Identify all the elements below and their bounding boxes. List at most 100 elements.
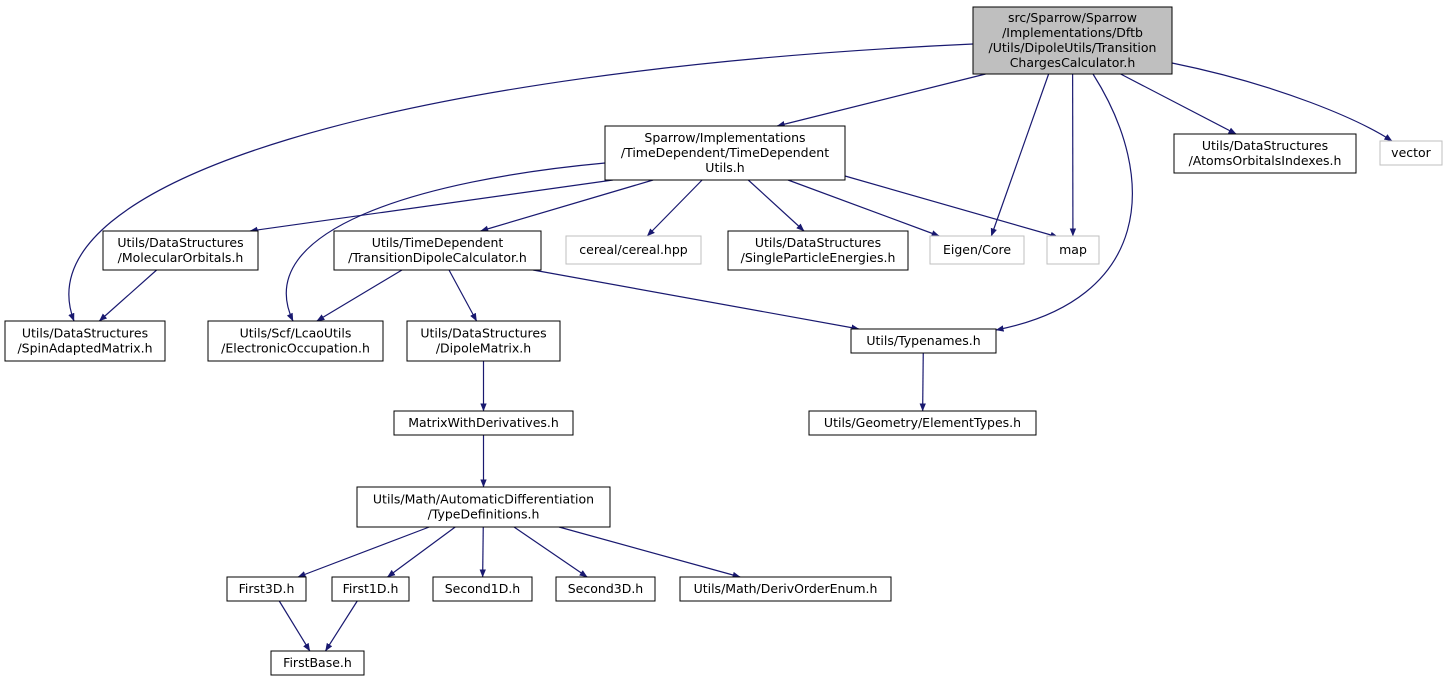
node-matrixwithderivatives-h[interactable]: MatrixWithDerivatives.h: [393, 410, 574, 436]
node-utils-datastructures-molecularorbitals-h[interactable]: Utils/DataStructures/MolecularOrbitals.h: [102, 230, 259, 271]
node-box: [808, 410, 1037, 436]
node-label-line: Utils/Typenames.h: [866, 333, 980, 348]
node-utils-datastructures-spinadaptedmatrix-h[interactable]: Utils/DataStructures/SpinAdaptedMatrix.h: [4, 320, 166, 362]
node-src-sparrow-sparrow-implementations-dftb-utils-dipoleutils-transitionchargescalculator-h[interactable]: src/Sparrow/Sparrow/Implementations/Dftb…: [972, 6, 1173, 75]
node-utils-math-automaticdifferentiation-typedefinitions-h[interactable]: Utils/Math/AutomaticDifferentiation/Type…: [356, 486, 611, 528]
node-utils-scf-lcaoutils-electronicoccupation-h[interactable]: Utils/Scf/LcaoUtils/ElectronicOccupation…: [207, 320, 384, 362]
node-vector: vector: [1379, 140, 1443, 166]
edge-tdu-to-mo: [249, 179, 614, 234]
node-sparrow-implementations-timedependent-timedependentutils-h[interactable]: Sparrow/Implementations/TimeDependent/Ti…: [604, 125, 846, 181]
node-label-line: First1D.h: [343, 581, 399, 596]
node-label-line: First3D.h: [239, 581, 295, 596]
dependency-edge: [513, 526, 588, 578]
edge-tdc-to-dm: [448, 269, 478, 322]
dependency-edge: [278, 600, 311, 652]
edge-root-to-aoi: [1120, 73, 1237, 135]
edge-mo-to-sam: [98, 269, 158, 322]
edge-layer: [68, 43, 1393, 652]
node-label-line: /DipoleMatrix.h: [436, 341, 531, 356]
node-label-line: Utils/DataStructures: [420, 326, 546, 341]
node-label-line: Utils.h: [705, 160, 744, 175]
node-box: [727, 230, 909, 271]
node-first3d-h[interactable]: First3D.h: [226, 576, 307, 602]
node-layer: src/Sparrow/Sparrow/Implementations/Dftb…: [4, 6, 1443, 676]
edge-td-to-doe: [558, 526, 741, 579]
node-firstbase-h[interactable]: FirstBase.h: [270, 650, 365, 676]
node-label-line: Utils/DataStructures: [755, 235, 881, 250]
dependency-edge: [479, 526, 486, 578]
node-label-line: src/Sparrow/Sparrow: [1008, 10, 1137, 25]
node-box: [406, 320, 561, 362]
node-box: [555, 576, 656, 602]
node-label-line: /TimeDependent/TimeDependent: [621, 145, 829, 160]
node-box: [929, 235, 1025, 265]
node-box: [226, 576, 307, 602]
node-label-line: Utils/DataStructures: [22, 326, 148, 341]
dependency-edge: [747, 179, 805, 232]
node-label-line: Utils/TimeDependent: [372, 235, 504, 250]
edge-f1d-to-fb: [324, 600, 358, 652]
node-box: [207, 320, 384, 362]
node-utils-datastructures-atomsorbitalsindexes-h[interactable]: Utils/DataStructures/AtomsOrbitalsIndexe…: [1173, 133, 1357, 174]
node-box: [565, 235, 702, 265]
dependency-edge: [995, 73, 1133, 332]
node-utils-datastructures-singleparticleenergies-h[interactable]: Utils/DataStructures/SingleParticleEnerg…: [727, 230, 909, 271]
node-utils-geometry-elementtypes-h[interactable]: Utils/Geometry/ElementTypes.h: [808, 410, 1037, 436]
node-label-line: Utils/Math/AutomaticDifferentiation: [373, 492, 594, 507]
dependency-edge: [646, 179, 703, 237]
node-label-line: Utils/Math/DerivOrderEnum.h: [694, 581, 878, 596]
dependency-edge: [776, 73, 986, 128]
node-utils-math-derivorderenum-h[interactable]: Utils/Math/DerivOrderEnum.h: [679, 576, 892, 602]
dependency-edge: [324, 600, 358, 652]
edge-td-to-s3d: [513, 526, 588, 578]
dependency-edge: [919, 352, 926, 412]
edge-tdu-to-eigen: [787, 179, 940, 237]
node-map: map: [1046, 235, 1100, 265]
node-first1d-h[interactable]: First1D.h: [331, 576, 410, 602]
node-label-line: /Implementations/Dftb: [1002, 25, 1143, 40]
node-label-line: FirstBase.h: [283, 655, 352, 670]
dependency-edge: [990, 73, 1050, 237]
dependency-edge: [1120, 73, 1237, 135]
node-box: [270, 650, 365, 676]
edge-root-to-sam: [68, 43, 974, 322]
dependency-edge: [98, 269, 158, 322]
edge-f3d-to-fb: [278, 600, 311, 652]
node-box: [4, 320, 166, 362]
dependency-edge: [532, 269, 860, 331]
node-second1d-h[interactable]: Second1D.h: [432, 576, 533, 602]
dependency-edge: [297, 526, 430, 578]
node-utils-typenames-h[interactable]: Utils/Typenames.h: [850, 328, 997, 354]
node-box: [1046, 235, 1100, 265]
node-label-line: Utils/Geometry/ElementTypes.h: [824, 415, 1021, 430]
node-label-line: /SingleParticleEnergies.h: [741, 250, 896, 265]
dependency-edge: [316, 269, 403, 322]
node-label-line: /ElectronicOccupation.h: [221, 341, 370, 356]
node-label-line: /SpinAdaptedMatrix.h: [17, 341, 152, 356]
dependency-edge: [285, 162, 606, 322]
dependency-edge: [249, 179, 614, 234]
edge-tn-to-et: [919, 352, 926, 412]
node-label-line: Utils/Scf/LcaoUtils: [240, 326, 352, 341]
node-utils-datastructures-dipolematrix-h[interactable]: Utils/DataStructures/DipoleMatrix.h: [406, 320, 561, 362]
node-label-line: Second3D.h: [568, 581, 643, 596]
edge-td-to-f1d: [387, 526, 456, 578]
node-label-line: /TypeDefinitions.h: [428, 507, 540, 522]
edge-root-to-tn: [995, 73, 1133, 332]
node-label-line: /AtomsOrbitalsIndexes.h: [1189, 153, 1342, 168]
node-utils-timedependent-transitiondipolecalculator-h[interactable]: Utils/TimeDependent/TransitionDipoleCalc…: [333, 230, 542, 271]
dependency-edge: [480, 179, 654, 232]
node-box: [356, 486, 611, 528]
node-second3d-h[interactable]: Second3D.h: [555, 576, 656, 602]
node-cereal-cereal-hpp: cereal/cereal.hpp: [565, 235, 702, 265]
edge-root-to-eigen: [990, 73, 1050, 237]
node-label-line: MatrixWithDerivatives.h: [408, 415, 559, 430]
node-label-line: /Utils/DipoleUtils/Transition: [989, 40, 1157, 55]
node-eigen-core: Eigen/Core: [929, 235, 1025, 265]
dependency-edge: [387, 526, 456, 578]
node-box: [102, 230, 259, 271]
node-box: [1173, 133, 1357, 174]
node-label-line: Utils/DataStructures: [117, 235, 243, 250]
dependency-edge: [558, 526, 741, 579]
